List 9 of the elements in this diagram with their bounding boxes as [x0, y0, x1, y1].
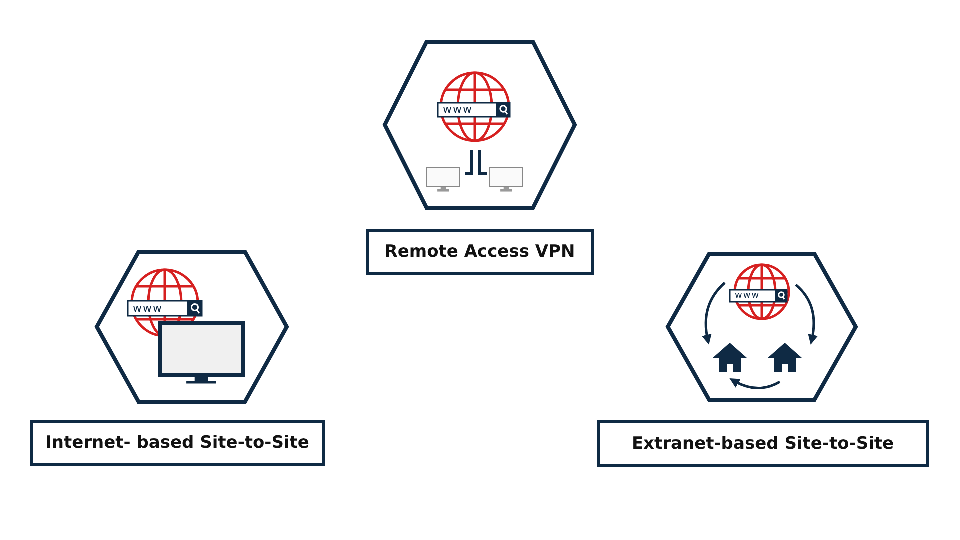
url-text: www	[735, 290, 760, 302]
label-box	[366, 229, 594, 275]
box-title: Internet- based Site-to-Site	[46, 433, 310, 453]
box-title: Remote Access VPN	[384, 242, 576, 262]
label-box	[597, 420, 929, 467]
label-box	[30, 420, 325, 466]
box-title: Extranet-based Site-to-Site	[632, 434, 894, 454]
url-text: www	[133, 302, 163, 314]
url-text: www	[443, 104, 473, 116]
